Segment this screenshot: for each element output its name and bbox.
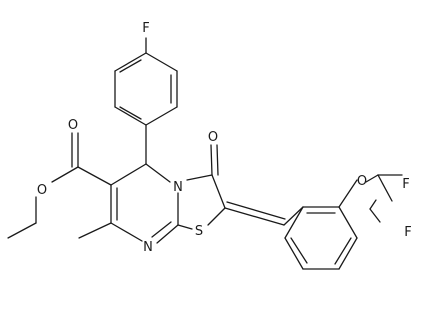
bond — [211, 174, 226, 209]
atom-f-cf2-top: F — [402, 177, 409, 192]
bond — [51, 166, 79, 183]
bond — [334, 237, 352, 265]
atom-f-aryl: F — [142, 21, 149, 36]
bond — [207, 207, 226, 226]
bond — [338, 179, 358, 208]
bond — [177, 224, 193, 230]
bond — [365, 174, 379, 183]
bonds — [7, 37, 403, 270]
bond — [151, 221, 172, 238]
bond — [114, 52, 147, 72]
bond — [338, 206, 358, 239]
bond — [114, 106, 147, 126]
atom-o-carbonyl-ring: O — [208, 130, 218, 145]
bond — [224, 207, 285, 226]
bond — [377, 174, 393, 202]
bond — [119, 106, 142, 120]
bond — [78, 222, 112, 239]
bond — [145, 52, 178, 72]
bond — [210, 144, 213, 176]
bond — [110, 163, 147, 186]
atom-n-ring: N — [143, 240, 153, 255]
bond — [283, 206, 304, 226]
atom-n-bridge: N — [173, 180, 183, 195]
atom-f-cf2-bottom: F — [404, 225, 411, 240]
bond — [145, 106, 178, 126]
bond — [290, 237, 308, 264]
bond — [186, 174, 213, 181]
atom-o-ester-alkoxy: O — [37, 183, 47, 198]
bond — [216, 144, 219, 176]
bond — [284, 237, 304, 270]
atom-labels: F O O O N N S O F F — [37, 21, 412, 255]
atom-s-ring: S — [195, 224, 203, 239]
atom-o-ether: O — [357, 174, 367, 189]
bond — [110, 222, 143, 242]
bond — [369, 199, 377, 210]
bond — [119, 59, 142, 73]
atom-o-ester-carbonyl: O — [68, 118, 78, 133]
bond — [338, 237, 358, 270]
bond — [77, 166, 112, 186]
bond — [369, 208, 381, 223]
bond — [7, 222, 37, 239]
bond — [226, 201, 286, 220]
bond — [156, 224, 179, 244]
bond — [145, 163, 171, 183]
bond — [284, 206, 304, 239]
